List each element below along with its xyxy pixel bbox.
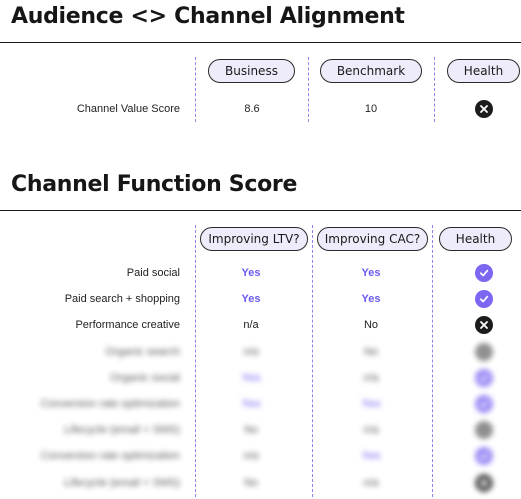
- status-check-icon: [475, 368, 493, 387]
- ltv-value: Yes: [241, 371, 261, 384]
- column-header-health[interactable]: Health: [447, 59, 520, 83]
- benchmark-value: 10: [364, 103, 378, 115]
- status-neutral-icon: [475, 421, 493, 440]
- divider: [0, 210, 521, 211]
- column-header-benchmark[interactable]: Benchmark: [320, 59, 422, 83]
- business-value: 8.6: [244, 103, 260, 115]
- row-label: Channel Value Score: [76, 103, 180, 115]
- section-title-audience-alignment: Audience <> Channel Alignment: [11, 4, 405, 29]
- status-x-icon: [475, 473, 493, 492]
- row-label: Performance creative: [75, 319, 180, 332]
- cac-value: Yes: [361, 267, 381, 279]
- cac-value: n/a: [363, 424, 379, 437]
- column-divider: [195, 225, 196, 497]
- section-title-channel-function: Channel Function Score: [11, 172, 298, 197]
- column-header-business[interactable]: Business: [208, 59, 295, 83]
- row-label: Paid search + shopping: [64, 293, 180, 306]
- row-label: Conversion rate optimization: [40, 450, 180, 463]
- ltv-value: n/a: [243, 345, 259, 358]
- row-label: Paid social: [126, 267, 180, 279]
- column-divider: [312, 225, 313, 497]
- status-check-icon: [475, 395, 493, 413]
- ltv-value: No: [243, 476, 259, 489]
- row-label: Lifecycle (email + SMS): [64, 424, 180, 437]
- column-divider: [195, 57, 196, 122]
- ltv-value: n/a: [243, 450, 259, 463]
- ltv-value: Yes: [241, 293, 261, 306]
- cac-value: Yes: [361, 398, 381, 410]
- divider: [0, 42, 521, 43]
- ltv-value: n/a: [243, 319, 259, 332]
- row-label: Organic search: [105, 345, 180, 358]
- cac-value: n/a: [363, 371, 379, 384]
- status-check-icon: [475, 290, 493, 309]
- status-check-icon: [475, 264, 493, 282]
- cac-value: Yes: [361, 450, 381, 463]
- column-header-improving-ltv[interactable]: Improving LTV?: [200, 227, 308, 251]
- cac-value: n/a: [363, 476, 379, 489]
- cac-value: No: [363, 319, 379, 332]
- row-label: Lifecycle (email + SMS): [64, 476, 180, 489]
- status-check-icon: [475, 447, 493, 466]
- column-header-improving-cac[interactable]: Improving CAC?: [317, 227, 428, 251]
- cac-value: No: [363, 345, 379, 358]
- column-divider: [308, 57, 309, 122]
- column-divider: [434, 57, 435, 122]
- column-header-health[interactable]: Health: [439, 227, 512, 251]
- row-label: Organic social: [110, 371, 180, 384]
- row-label: Conversion rate optimization: [40, 398, 180, 410]
- ltv-value: Yes: [241, 267, 261, 279]
- ltv-value: Yes: [241, 398, 261, 410]
- ltv-value: No: [243, 424, 259, 437]
- column-divider: [432, 225, 433, 497]
- status-x-icon: [475, 100, 493, 118]
- status-neutral-icon: [475, 342, 493, 361]
- status-x-icon: [475, 316, 493, 335]
- cac-value: Yes: [361, 293, 381, 306]
